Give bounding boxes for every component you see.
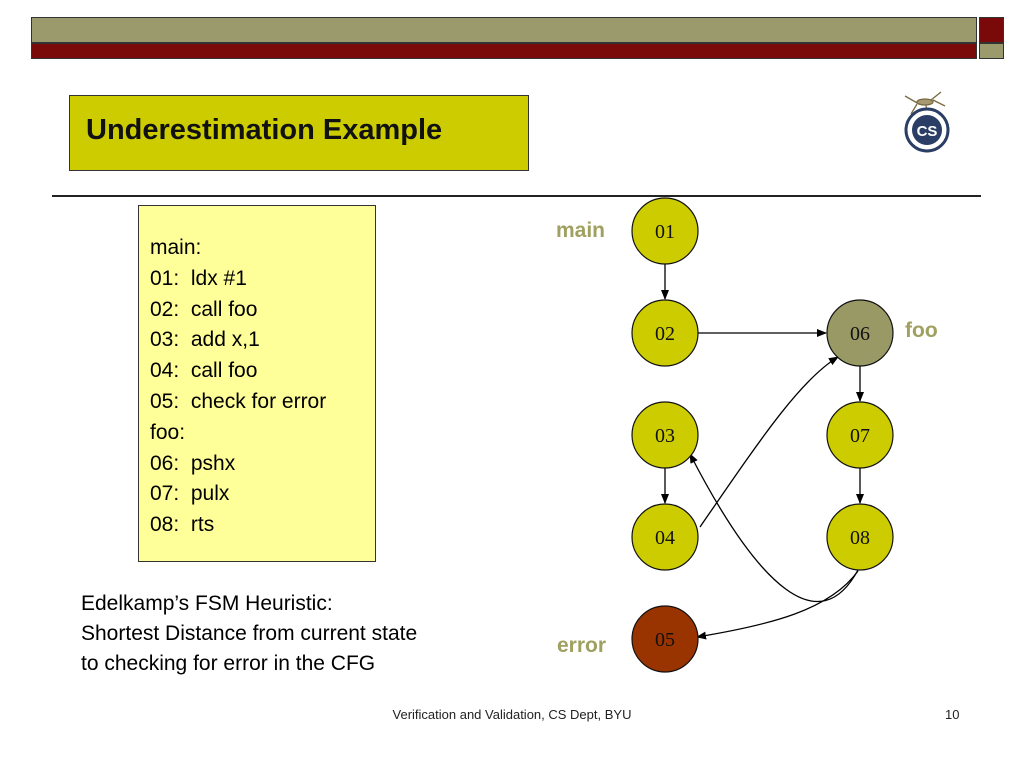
code-line: 08: rts bbox=[150, 513, 215, 537]
header-bar-maroon bbox=[31, 43, 977, 59]
node-circle bbox=[826, 503, 894, 571]
node-circle bbox=[631, 401, 699, 469]
code-line: 06: pshx bbox=[150, 451, 236, 475]
label-main: main bbox=[556, 219, 605, 242]
label-foo: foo bbox=[905, 319, 938, 342]
header-corner-olive bbox=[979, 43, 1004, 59]
code-line: 04: call foo bbox=[150, 359, 258, 383]
code-box bbox=[138, 205, 376, 562]
title-divider bbox=[52, 195, 981, 197]
page-number: 10 bbox=[945, 707, 960, 722]
node-label: 08 bbox=[850, 527, 870, 549]
heuristic-text: Edelkamp’s FSM Heuristic: Shortest Distan… bbox=[81, 589, 417, 679]
header-bar-olive bbox=[31, 17, 977, 43]
heuristic-line: Edelkamp’s FSM Heuristic: bbox=[81, 592, 333, 615]
code-listing: main: 01: ldx #1 02: call foo 03: add x,1 04… bbox=[150, 233, 326, 541]
node-label: 06 bbox=[850, 323, 870, 345]
node-01: 01 bbox=[631, 197, 699, 265]
node-circle bbox=[631, 605, 699, 673]
cs-department-logo: CS bbox=[904, 91, 950, 153]
node-label: 01 bbox=[655, 221, 675, 243]
node-04: 04 bbox=[631, 503, 699, 571]
edge-08-05 bbox=[696, 570, 859, 640]
node-circle bbox=[826, 401, 894, 469]
code-line: 02: call foo bbox=[150, 297, 258, 321]
node-05: 05 bbox=[631, 605, 699, 673]
node-06: 06 bbox=[826, 299, 894, 367]
edge-04-06 bbox=[699, 356, 839, 528]
code-line: foo: bbox=[150, 420, 186, 444]
seal-inner bbox=[912, 115, 942, 145]
code-line: 01: ldx #1 bbox=[150, 266, 247, 290]
footer-text: Verification and Validation, CS Dept, BY… bbox=[392, 707, 632, 722]
node-02: 02 bbox=[631, 299, 699, 367]
code-line: 07: pulx bbox=[150, 482, 230, 506]
node-03: 03 bbox=[631, 401, 699, 469]
heuristic-line: Shortest Distance from current state bbox=[81, 622, 418, 645]
code-line: main: bbox=[150, 236, 202, 259]
node-circle bbox=[631, 299, 699, 367]
heuristic-line: to checking for error in the CFG bbox=[81, 652, 376, 675]
node-label: 02 bbox=[655, 323, 675, 345]
node-label: 07 bbox=[850, 425, 870, 447]
node-label: 03 bbox=[655, 425, 675, 447]
seal-text: CS bbox=[917, 123, 938, 140]
slide-title: Underestimation Example bbox=[86, 114, 443, 146]
bug-icon bbox=[904, 91, 946, 115]
node-circle bbox=[631, 197, 699, 265]
code-line: 05: check for error bbox=[150, 389, 327, 413]
edge-08-03 bbox=[689, 453, 859, 602]
node-08: 08 bbox=[826, 503, 894, 571]
header-corner-maroon bbox=[979, 17, 1004, 43]
node-label: 04 bbox=[655, 527, 675, 549]
node-07: 07 bbox=[826, 401, 894, 469]
code-line: 03: add x,1 bbox=[150, 328, 260, 352]
node-label: 05 bbox=[655, 629, 675, 651]
title-box bbox=[69, 95, 529, 171]
label-error: error bbox=[557, 634, 606, 657]
node-circle bbox=[631, 503, 699, 571]
node-circle bbox=[826, 299, 894, 367]
